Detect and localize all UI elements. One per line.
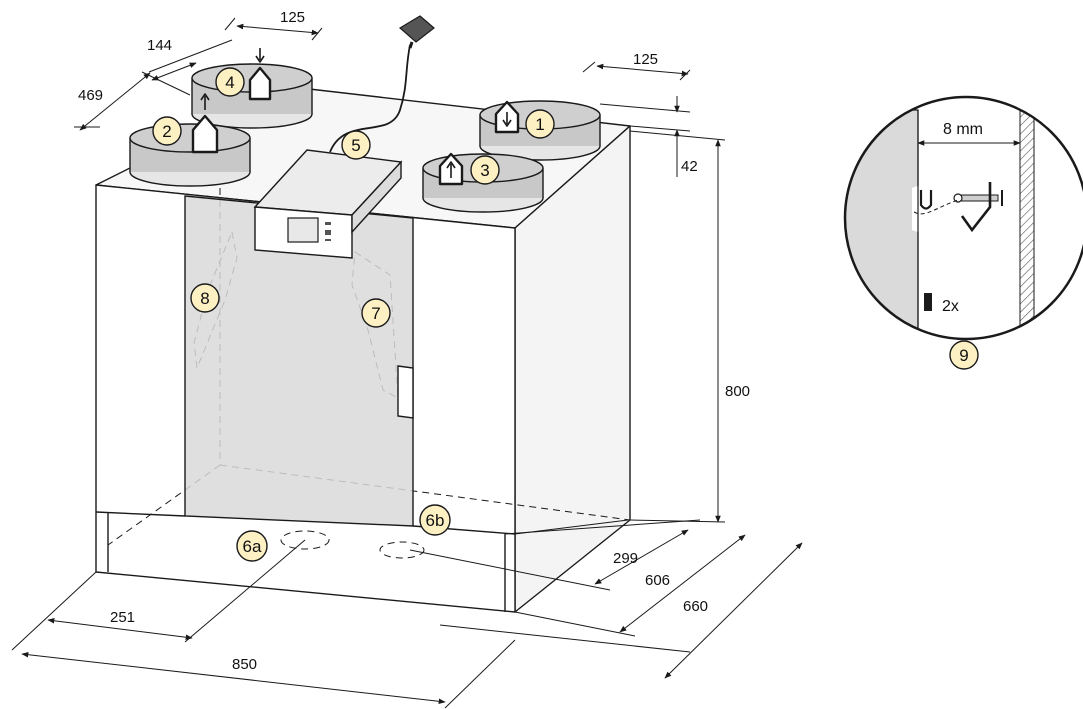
dim-469: 469 [78, 87, 103, 104]
dim-125-top-right: 125 [633, 51, 658, 68]
display-screen [287, 217, 319, 243]
control-housing [253, 149, 403, 259]
callouts: 1 2 3 4 5 6a 6b 7 8 9 [152, 67, 979, 562]
dim-800: 800 [725, 383, 750, 400]
svg-text:6a: 6a [243, 537, 262, 556]
callout-9: 9 [949, 340, 979, 370]
svg-text:7: 7 [371, 304, 380, 323]
callout-4: 4 [215, 67, 245, 97]
svg-text:2: 2 [162, 122, 171, 141]
wall-mount-detail: 8 mm 2x [843, 95, 1083, 341]
callout-3: 3 [470, 155, 500, 185]
callout-6b: 6b [419, 504, 451, 536]
svg-text:3: 3 [480, 161, 489, 180]
dimension-labels: 125 144 469 125 42 800 299 606 660 251 8… [78, 9, 750, 673]
svg-text:9: 9 [959, 346, 968, 365]
dim-125-top-left: 125 [280, 9, 305, 26]
dimension-lines [11, 17, 803, 709]
detail-quantity-label: 2x [942, 298, 959, 315]
callout-1: 1 [525, 109, 555, 139]
airflow-icons [191, 48, 520, 186]
svg-text:5: 5 [351, 136, 360, 155]
dim-42: 42 [681, 158, 698, 175]
svg-text:6b: 6b [426, 511, 445, 530]
dim-299: 299 [613, 550, 638, 567]
dim-660: 660 [683, 598, 708, 615]
callout-7: 7 [361, 298, 391, 328]
callout-8: 8 [190, 283, 220, 313]
svg-text:1: 1 [535, 115, 544, 134]
house-icon-supply-4 [248, 66, 272, 101]
dim-251: 251 [110, 609, 135, 626]
callout-2: 2 [152, 116, 182, 146]
svg-text:4: 4 [225, 73, 234, 92]
duct-top-left-front [129, 123, 251, 187]
dim-606: 606 [645, 572, 670, 589]
house-icon-exhaust-2 [191, 114, 219, 154]
detail-gap-label: 8 mm [943, 121, 983, 138]
svg-text:8: 8 [200, 289, 209, 308]
callout-6a: 6a [236, 530, 268, 562]
dim-850: 850 [232, 656, 257, 673]
callout-5: 5 [341, 130, 371, 160]
door-panel [184, 195, 414, 527]
dim-144: 144 [147, 37, 172, 54]
